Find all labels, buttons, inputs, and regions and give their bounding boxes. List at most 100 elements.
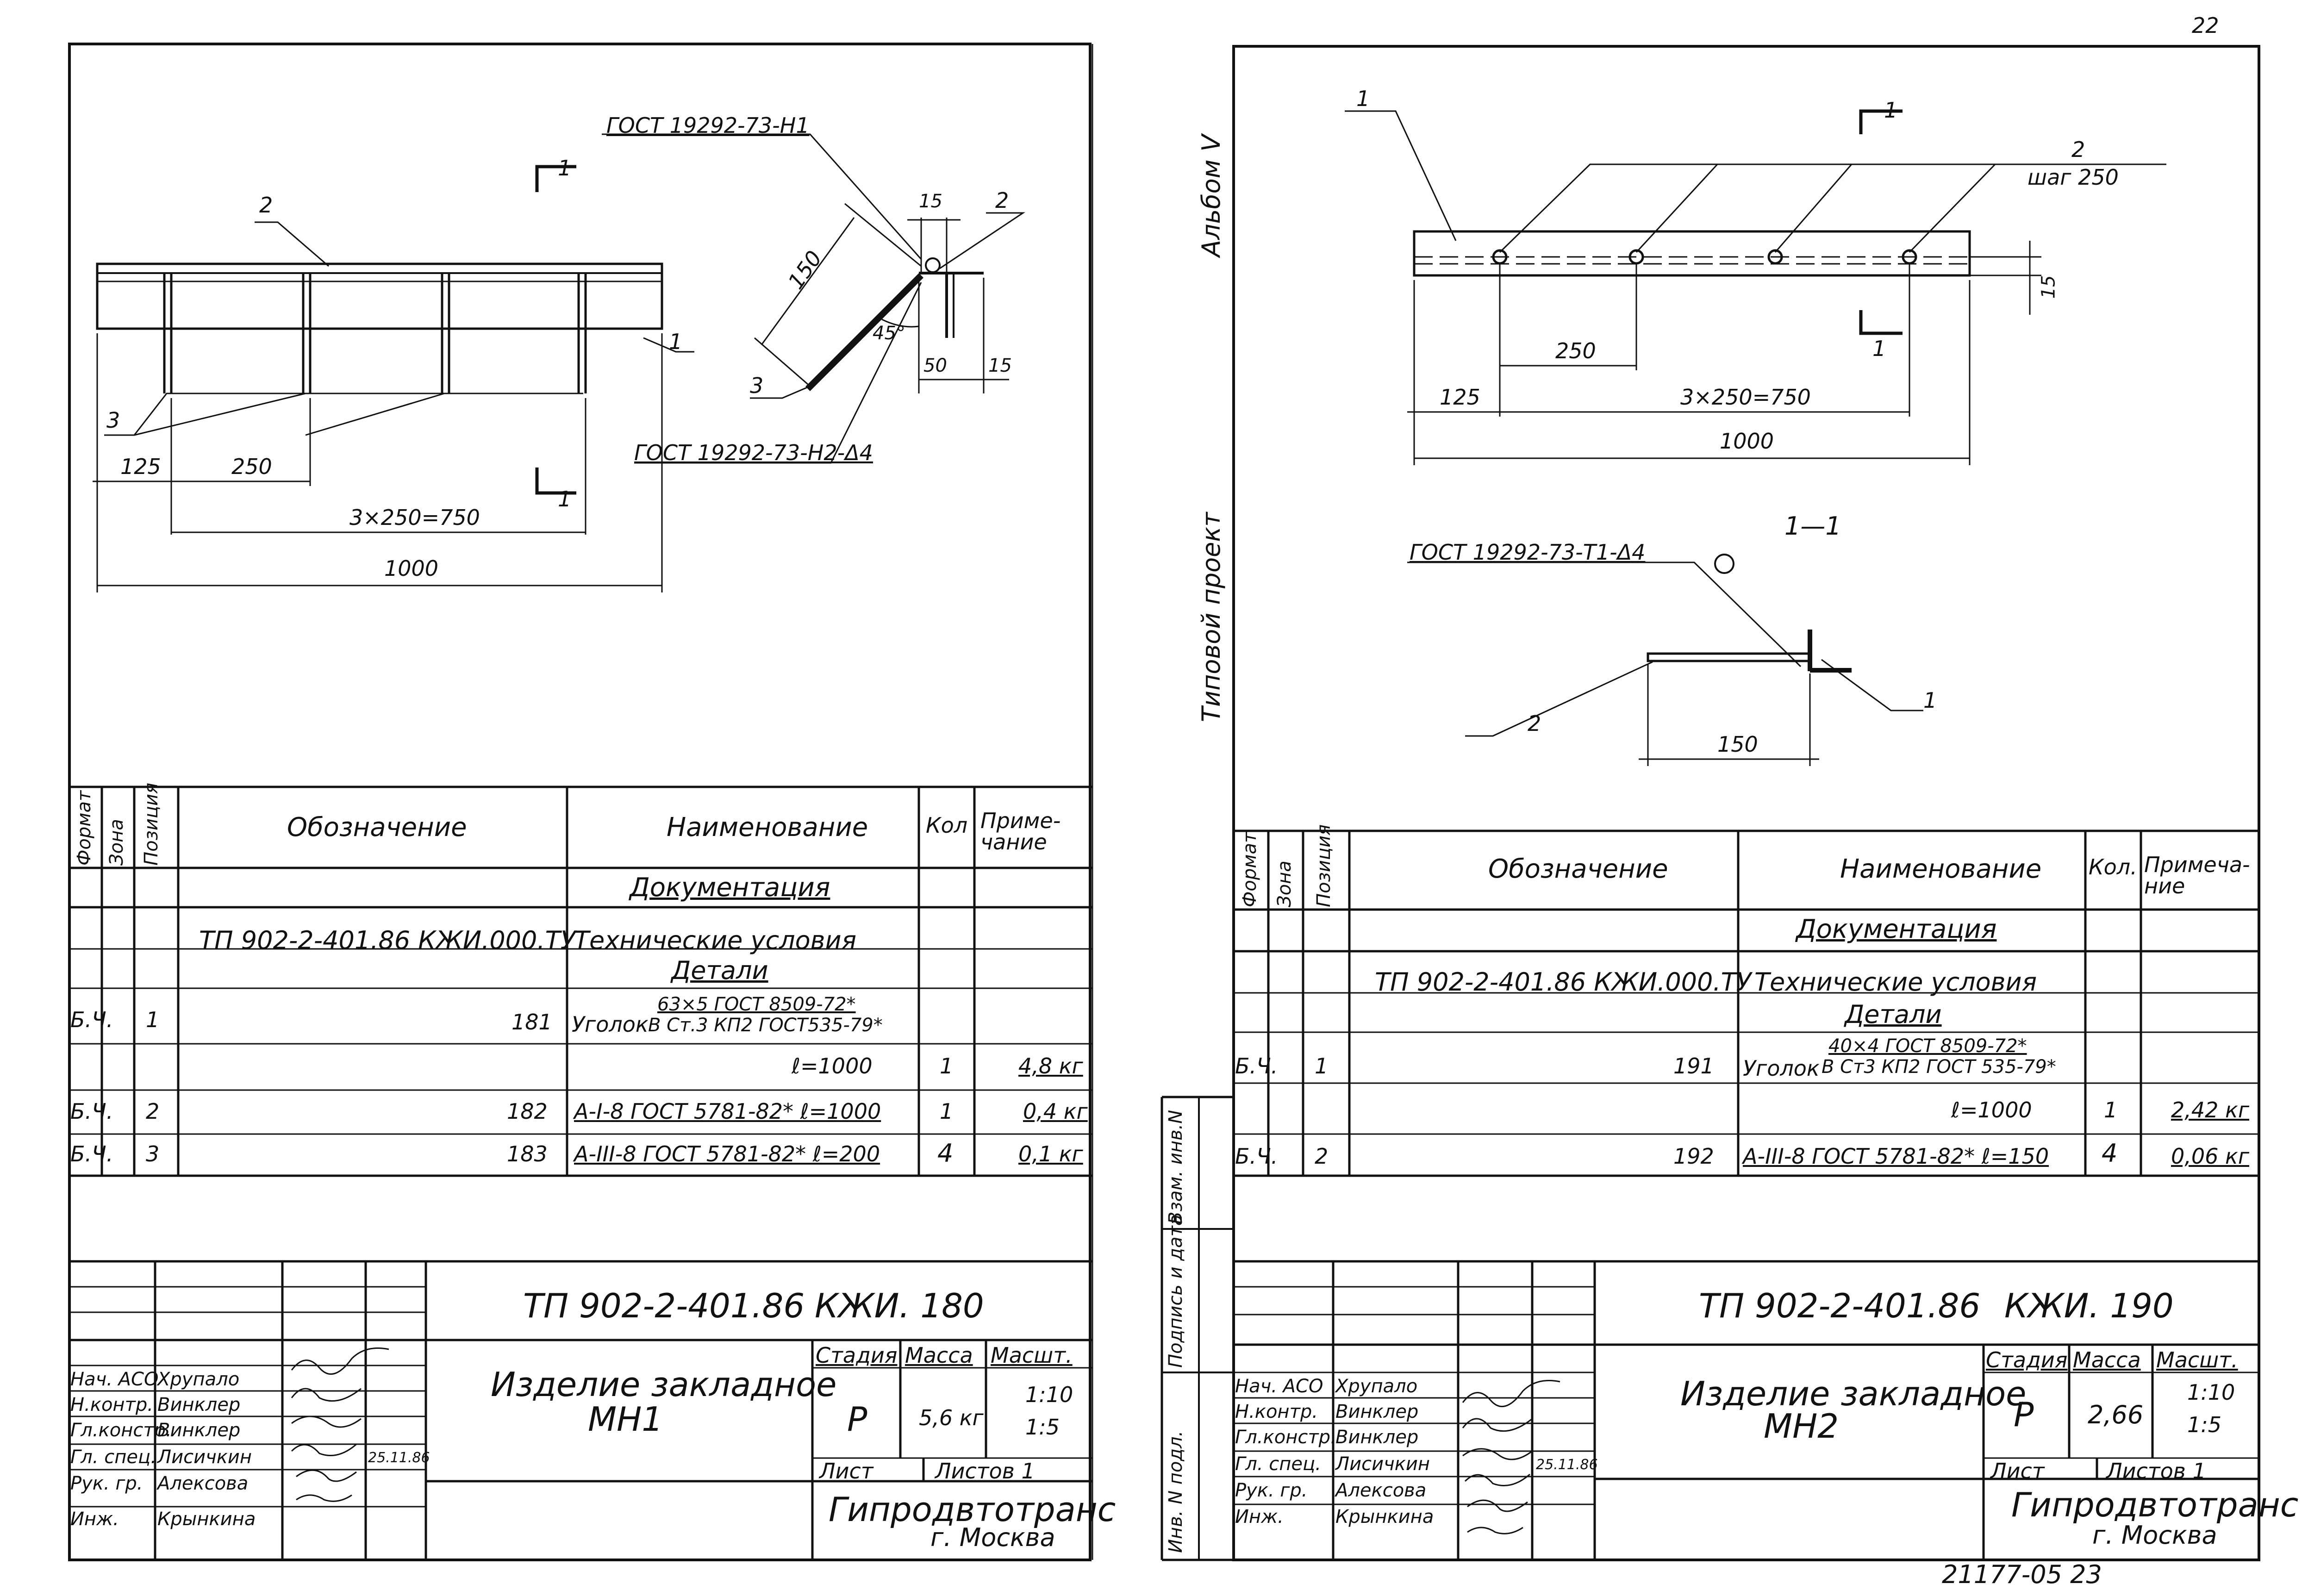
left-r3-designation: 183 [507, 1141, 548, 1166]
left-leaders [104, 133, 1025, 464]
right-tu-code: ТП 902-2-401.86 КЖИ.000.ТУ [1375, 967, 1752, 997]
left-stamp-stage-label: Стадия [816, 1343, 898, 1368]
left-r3-format: Б.Ч. [70, 1141, 113, 1166]
left-r3-name: А-III-8 ГОСТ 5781-82* ℓ=200 [574, 1141, 880, 1166]
left-r3-note: 0,1 кг [1018, 1141, 1083, 1166]
left-th-designation: Обозначение [287, 812, 467, 842]
right-stamp-sheets-label: Листов 1 [2106, 1459, 2206, 1484]
left-r1-note: 4,8 кг [1018, 1054, 1083, 1079]
left-role-4: Гл. спец. [70, 1446, 156, 1468]
left-section-marks [535, 165, 576, 495]
left-dimension-lines [93, 333, 663, 592]
left-r1-spec-top: 63×5 ГОСТ 8509-72* [657, 994, 856, 1015]
left-dim-45: 45° [873, 323, 905, 344]
right-th-pos: Позиция [1313, 824, 1335, 907]
right-dim-150: 150 [1717, 732, 1758, 757]
left-section-marker-bottom: 1 [558, 486, 572, 511]
right-r1-note: 2,42 кг [2171, 1097, 2249, 1122]
right-r2-note: 0,06 кг [2171, 1144, 2249, 1169]
right-r1-len: ℓ=1000 [1951, 1097, 2032, 1122]
right-section-callout-1: 1 [1923, 688, 1937, 713]
left-role-2: Н.контр. [70, 1394, 153, 1415]
left-role-5: Рук. гр. [70, 1473, 143, 1494]
left-section-callout-3: 3 [750, 373, 764, 398]
right-th-note: Примеча-ние [2144, 852, 2250, 898]
left-dim-50: 50 [923, 355, 947, 376]
footer-code: 21177-05 23 [1942, 1560, 2102, 1589]
right-r1-format: Б.Ч. [1235, 1054, 1278, 1079]
right-role-3: Гл.констр. [1235, 1427, 1336, 1448]
left-spec-table-grid [69, 786, 1092, 1177]
right-callout-1: 1 [1356, 86, 1370, 111]
left-name-5: Алексова [157, 1473, 249, 1494]
left-dim-250: 250 [231, 454, 272, 479]
right-stamp-stage-label: Стадия [1986, 1347, 2068, 1372]
left-th-zone: Зона [106, 819, 127, 866]
right-stamp-city: г. Москва [2092, 1521, 2217, 1550]
left-stamp-mark: КЖИ. 180 [815, 1286, 984, 1325]
right-stamp-scale1: 1:10 [2187, 1380, 2235, 1405]
project-label: Типовой проект [1197, 512, 1226, 722]
right-r2-format: Б.Ч. [1235, 1144, 1278, 1169]
right-stamp-title: Изделие закладное [1680, 1374, 2027, 1413]
left-th-pos: Позиция [141, 782, 162, 866]
left-stamp-sheets-label: Листов 1 [935, 1459, 1035, 1484]
right-stamp-code: ТП 902-2-401.86 [1699, 1286, 1981, 1325]
right-gost: ГОСТ 19292-73-Т1-Δ4 [1410, 540, 1646, 565]
right-name-6: Крынкина [1335, 1506, 1434, 1527]
left-sheet-frame [68, 43, 1093, 1561]
left-dim-3x250: 3×250=750 [349, 505, 480, 530]
right-r2-designation: 192 [1673, 1144, 1714, 1169]
left-th-name: Наименование [667, 812, 868, 842]
right-tu-name: Технические условия [1754, 967, 2037, 997]
left-sec-parts: Детали [671, 956, 768, 985]
left-stamp-code: ТП 902-2-401.86 [523, 1286, 805, 1325]
left-dim-1000: 1000 [384, 556, 439, 581]
right-callout-2: 2 [2071, 137, 2085, 162]
right-stamp-mass: 2,66 [2088, 1400, 2144, 1429]
right-th-name: Наименование [1840, 854, 2042, 884]
right-stamp-title2: МН2 [1764, 1407, 1839, 1446]
right-role-1: Нач. АСО [1235, 1376, 1323, 1397]
right-section-view [1639, 554, 1852, 766]
left-stamp-city: г. Москва [930, 1523, 1055, 1552]
left-r1-qty: 1 [940, 1054, 954, 1079]
left-stamp-title: Изделие закладное [491, 1365, 837, 1404]
right-dim-250: 250 [1555, 338, 1596, 363]
right-sec-parts: Детали [1845, 1000, 1942, 1029]
right-name-4: Лисичкин [1335, 1453, 1430, 1475]
right-stamp-scale-label: Масшт. [2156, 1347, 2238, 1372]
right-step: шаг 250 [2028, 165, 2119, 190]
right-r2-name: А-III-8 ГОСТ 5781-82* ℓ=150 [1743, 1144, 2049, 1169]
album-label: Альбом V [1197, 134, 1226, 257]
right-r2-qty: 4 [2102, 1139, 2118, 1168]
left-role-3: Гл.констр. [70, 1420, 172, 1441]
right-section-callout-2: 2 [1528, 711, 1541, 736]
left-role-6: Инж. [70, 1509, 119, 1530]
left-section-callout-2: 2 [995, 188, 1009, 213]
left-r2-qty: 1 [940, 1099, 954, 1124]
right-section-marks [1859, 109, 1903, 335]
right-stamp-org: Гипродвтотранс [2011, 1485, 2299, 1524]
left-callout-2: 2 [259, 193, 273, 218]
right-th-format: Формат [1239, 832, 1260, 907]
right-th-designation: Обозначение [1488, 854, 1668, 884]
left-r2-note: 0,4 кг [1023, 1099, 1088, 1124]
left-th-format: Формат [74, 790, 95, 866]
right-dim-1000: 1000 [1720, 429, 1774, 454]
left-r2-name: А-I-8 ГОСТ 5781-82* ℓ=1000 [574, 1099, 881, 1124]
right-role-6: Инж. [1235, 1506, 1284, 1527]
right-dim-125: 125 [1440, 385, 1480, 410]
left-section-marker-top: 1 [558, 156, 572, 181]
right-stamp-scale2: 1:5 [2187, 1412, 2222, 1437]
right-front-view [1413, 230, 1971, 277]
right-r1-name: Уголок [1743, 1056, 1820, 1081]
right-stamp-mass-label: Масса [2073, 1347, 2141, 1372]
left-dim-15a: 15 [919, 191, 942, 212]
left-dim-15b: 15 [988, 355, 1012, 376]
left-r1-format: Б.Ч. [70, 1007, 113, 1032]
right-stamp-date: 25.11.86 [1536, 1457, 1598, 1473]
right-role-5: Рук. гр. [1235, 1480, 1308, 1501]
left-r2-pos: 2 [146, 1099, 160, 1124]
right-stamp-stage: Р [2014, 1395, 2034, 1434]
